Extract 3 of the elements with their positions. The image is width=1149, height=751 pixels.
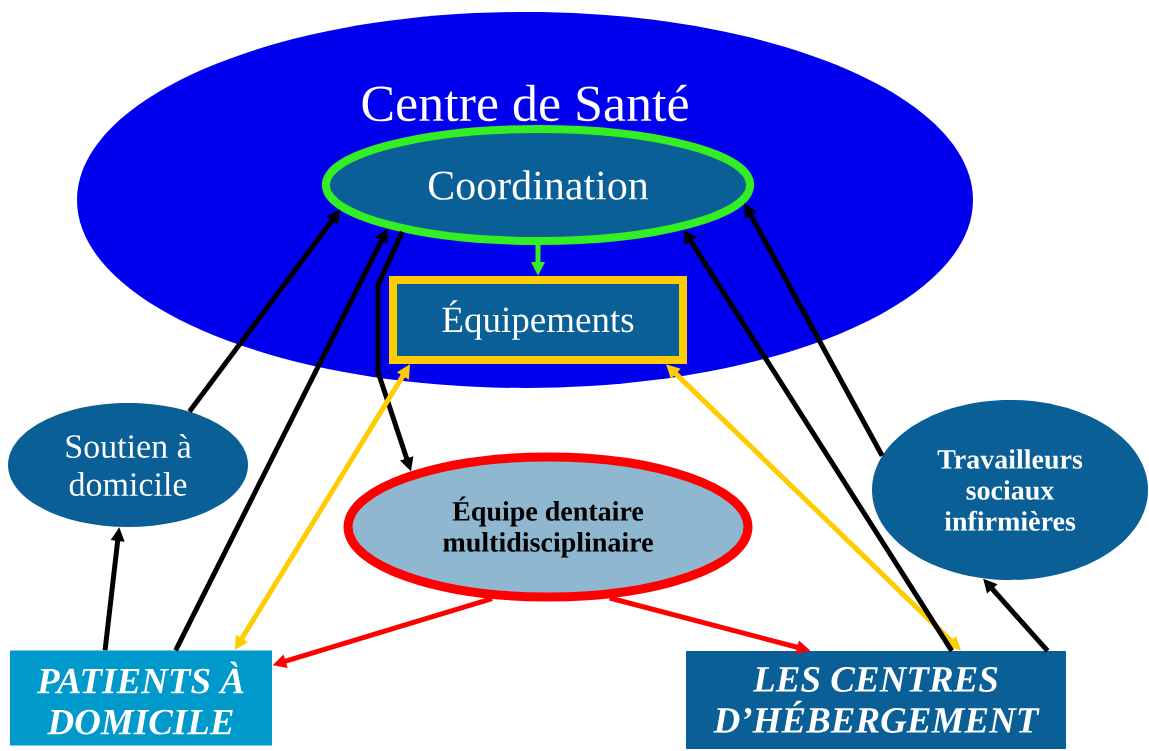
box: PATIENTS À DOMICILE bbox=[10, 650, 272, 746]
box: Équipements bbox=[389, 276, 687, 364]
box: LES CENTRES D’HÉBERGEMENT bbox=[686, 651, 1066, 749]
